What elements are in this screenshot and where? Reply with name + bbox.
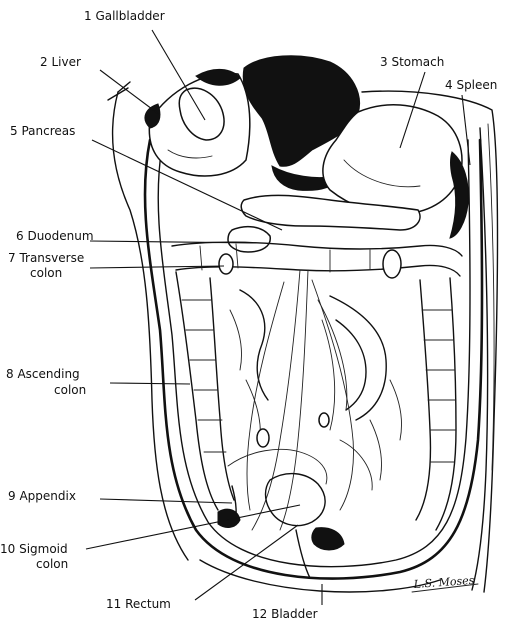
spleen (450, 152, 468, 238)
label-stomach: 3 Stomach (380, 55, 444, 69)
label-gallbladder: 1 Gallbladder (84, 9, 165, 23)
label-transverse-colon-line1: 7 Transverse (8, 251, 84, 265)
label-liver: 2 Liver (40, 55, 81, 69)
artist-signature: L.S. Moses (412, 574, 478, 592)
label-bladder: 12 Bladder (252, 607, 318, 621)
descending-colon (416, 278, 456, 530)
duodenum (228, 227, 270, 252)
label-sigmoid-colon-line1: 10 Sigmoid (0, 542, 68, 556)
label-ascending-colon-line1: 8 Ascending (6, 367, 80, 381)
label-appendix: 9 Appendix (8, 489, 76, 503)
small-intestine (228, 270, 402, 530)
label-ascending-colon-line2: colon (54, 383, 86, 397)
label-pancreas: 5 Pancreas (10, 124, 75, 138)
label-spleen: 4 Spleen (445, 78, 497, 92)
label-sigmoid-colon-line2: colon (36, 557, 68, 571)
transverse-colon (172, 242, 462, 278)
label-duodenum: 6 Duodenum (16, 229, 94, 243)
label-transverse-colon-line2: colon (30, 266, 62, 280)
ascending-colon (176, 272, 234, 510)
label-rectum: 11 Rectum (106, 597, 171, 611)
